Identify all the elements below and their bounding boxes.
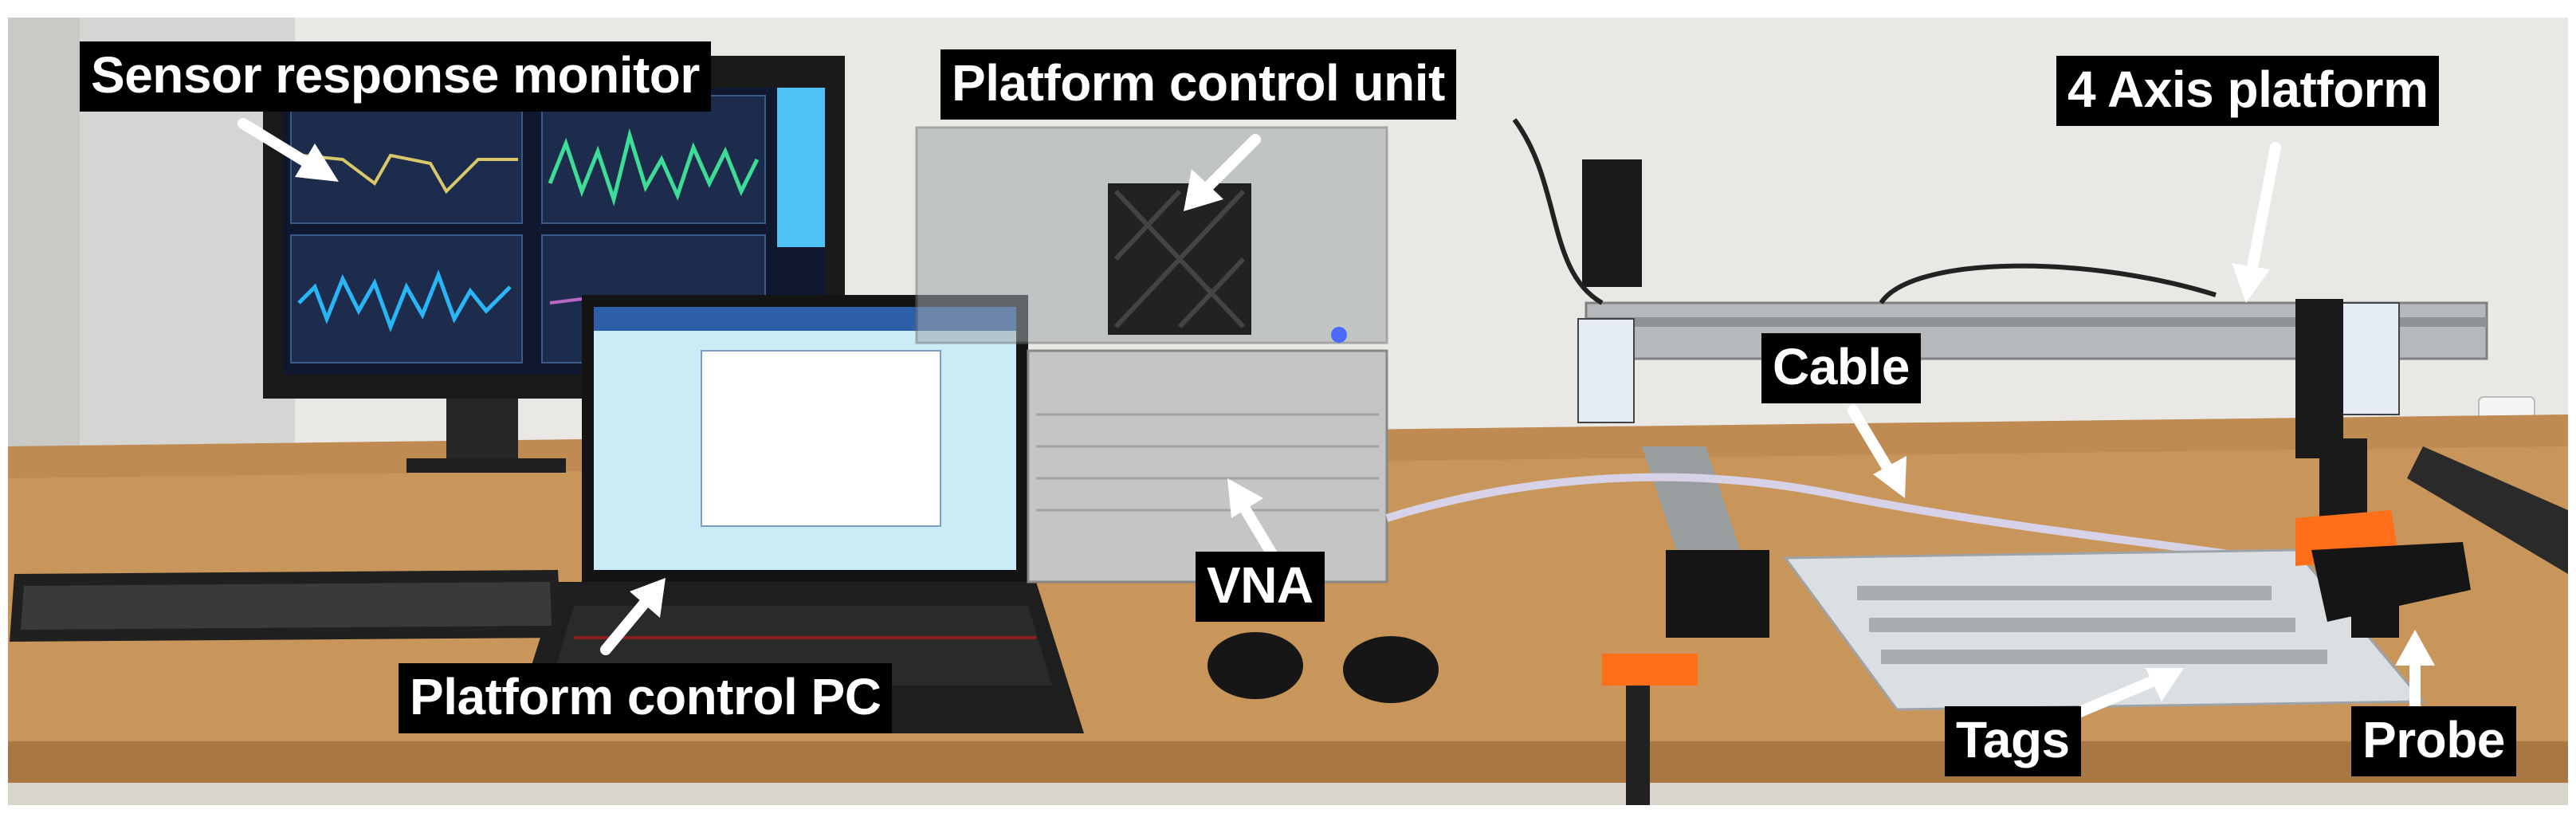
arrow-tags	[2071, 676, 2158, 719]
arrow-sensor-monitor	[238, 118, 320, 173]
label-vna: VNA	[1196, 552, 1325, 622]
mouse-left	[1208, 632, 1303, 699]
label-probe: Probe	[2351, 706, 2516, 776]
arrow-control-pc	[600, 596, 651, 655]
label-tags: Tags	[1945, 706, 2081, 776]
equipment-stack	[915, 126, 1388, 583]
mouse-right	[1343, 636, 1439, 703]
clamp	[1602, 654, 1698, 805]
probe	[2295, 438, 2471, 638]
label-cable: Cable	[1761, 333, 1921, 403]
keyboard	[10, 570, 562, 642]
cable	[1385, 473, 2256, 562]
laptop	[510, 295, 1084, 733]
label-sensor-response-monitor: Sensor response monitor	[80, 41, 711, 112]
tags-board	[1783, 548, 2426, 711]
label-4-axis-platform: 4 Axis platform	[2056, 56, 2440, 126]
label-platform-control-pc: Platform control PC	[399, 663, 893, 733]
arrow-control-unit	[1198, 134, 1261, 197]
arrows	[238, 118, 2435, 731]
gantry	[1577, 159, 2568, 638]
arrow-4-axis	[2246, 142, 2281, 277]
label-platform-control-unit: Platform control unit	[940, 49, 1456, 120]
arrow-cable	[1848, 405, 1895, 476]
